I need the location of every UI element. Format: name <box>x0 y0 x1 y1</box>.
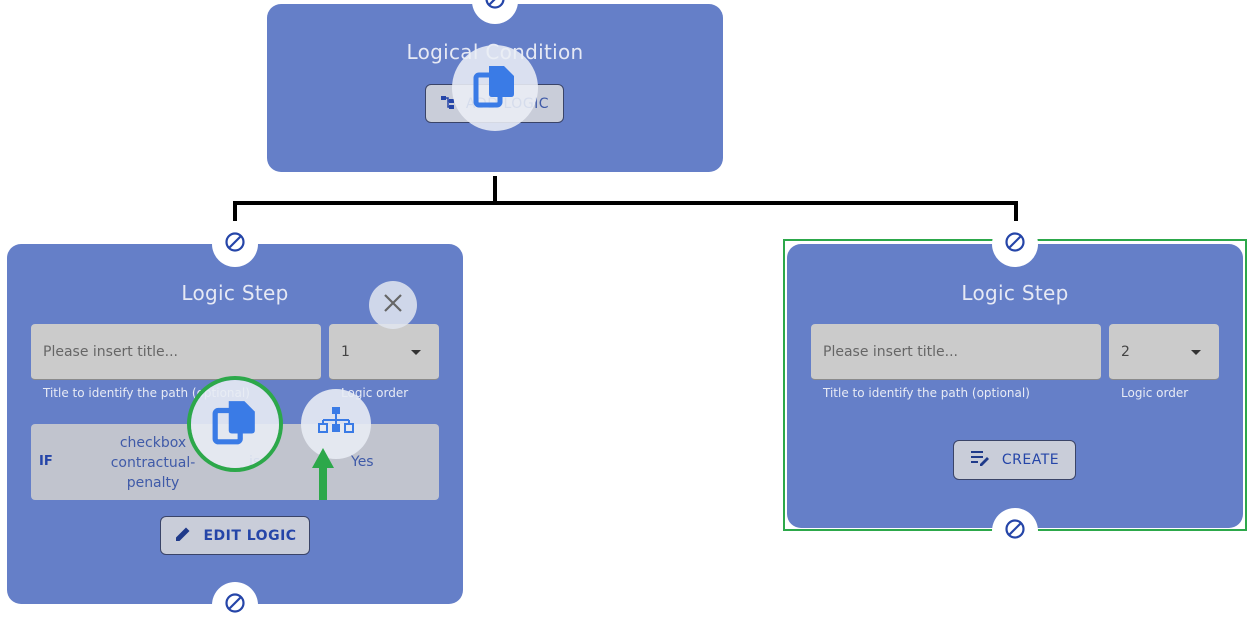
no-entry-circle-icon <box>1004 231 1026 257</box>
title-input[interactable]: Please insert title... <box>811 324 1101 380</box>
copy-step-button[interactable] <box>191 380 279 468</box>
sitemap-icon <box>318 406 354 442</box>
close-step-button[interactable] <box>369 281 417 329</box>
title-helper-text: Title to identify the path (optional) <box>43 386 250 400</box>
condition-field-line: contractual- <box>110 455 196 471</box>
list-edit-icon <box>970 449 992 471</box>
logic-order-helper-text: Logic order <box>1121 386 1189 400</box>
tree-trunk-line <box>493 176 497 203</box>
pencil-icon <box>173 524 193 548</box>
add-subtree-button[interactable] <box>301 389 371 459</box>
tree-left-branch-line <box>233 201 237 221</box>
logic-order-select[interactable]: 2 <box>1109 324 1219 380</box>
edit-logic-label: EDIT LOGIC <box>203 527 297 544</box>
title-input[interactable]: Please insert title... <box>31 324 321 380</box>
card-title: Logic Step <box>961 281 1069 305</box>
left-card-bottom-connector-handle[interactable] <box>212 582 258 628</box>
condition-field-line: penalty <box>126 475 180 491</box>
card-title: Logic Step <box>181 281 289 305</box>
copy-icon <box>472 63 518 113</box>
floating-copy-button[interactable] <box>452 45 538 131</box>
tree-right-branch-line <box>1014 201 1018 221</box>
close-icon <box>382 292 404 318</box>
left-card-top-connector-handle[interactable] <box>212 221 258 267</box>
logic-order-value: 1 <box>341 343 350 360</box>
create-label: CREATE <box>1001 452 1060 468</box>
no-entry-circle-icon <box>1004 518 1026 544</box>
condition-keyword: IF <box>39 454 53 469</box>
condition-field-line: checkbox <box>119 435 187 451</box>
no-entry-circle-icon <box>224 231 246 257</box>
condition-value: Yes <box>351 454 374 470</box>
logic-order-select[interactable]: 1 <box>329 324 439 380</box>
edit-logic-button[interactable]: EDIT LOGIC <box>160 516 310 555</box>
create-button[interactable]: CREATE <box>953 440 1076 480</box>
chevron-down-icon <box>1191 349 1201 355</box>
tree-horizontal-line <box>233 201 1018 205</box>
right-card-top-connector-handle[interactable] <box>992 221 1038 267</box>
condition-field: checkbox contractual- penalty <box>101 433 205 493</box>
sitemap-icon <box>440 94 456 114</box>
chevron-down-icon <box>411 349 421 355</box>
right-card-bottom-connector-handle[interactable] <box>992 508 1038 554</box>
logic-order-value: 2 <box>1121 343 1130 360</box>
no-entry-circle-icon <box>484 0 506 14</box>
copy-icon <box>211 398 259 450</box>
no-entry-circle-icon <box>224 592 246 618</box>
logic-step-card-2: Logic Step Please insert title... 2 Titl… <box>787 244 1243 528</box>
title-helper-text: Title to identify the path (optional) <box>823 386 1030 400</box>
pointer-arrow <box>312 448 334 500</box>
